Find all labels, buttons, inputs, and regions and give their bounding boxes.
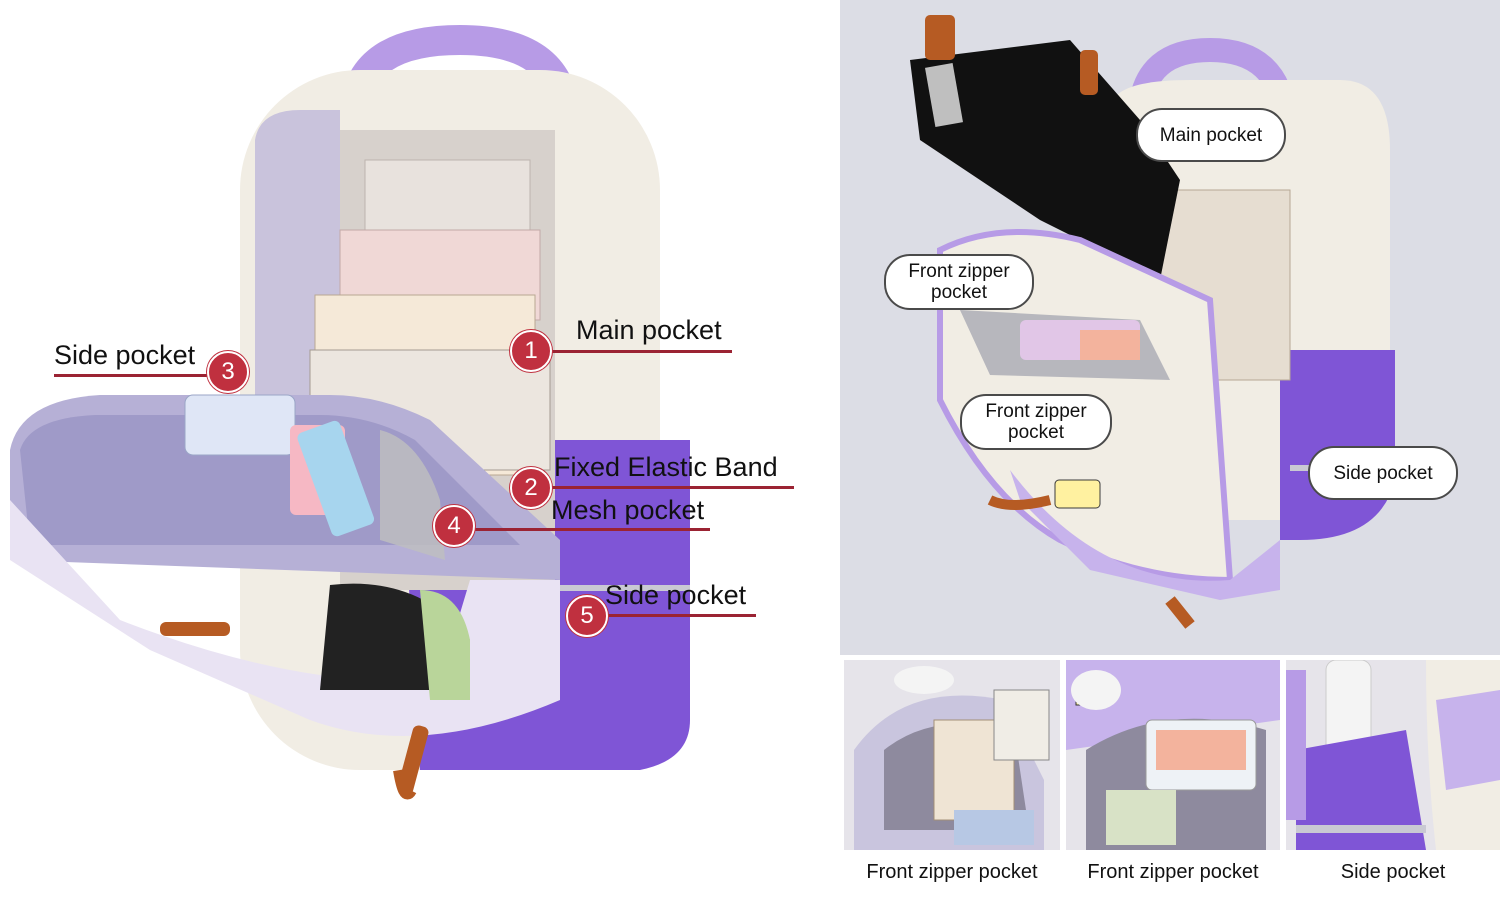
thumbnail-1-illustration bbox=[854, 666, 1050, 850]
callout-side-pocket: Side pocket bbox=[1308, 446, 1458, 500]
underline-main-pocket bbox=[540, 350, 732, 353]
label-side-pocket-bottom: Side pocket bbox=[605, 580, 747, 610]
label-mesh-pocket: Mesh pocket bbox=[551, 495, 705, 525]
underline-fixed-elastic-band bbox=[540, 486, 794, 489]
label-side-pocket-left: Side pocket bbox=[54, 340, 196, 370]
thumbnail-strip: Front zipper pocket Front zipper pocket … bbox=[840, 655, 1500, 894]
left-product-photo: Main pocket 1 Fixed Elastic Band 2 Side … bbox=[10, 24, 794, 800]
underline-mesh-pocket bbox=[460, 528, 710, 531]
thumbnail-2-illustration bbox=[1066, 660, 1280, 850]
marker-5: 5 bbox=[566, 595, 608, 637]
callout-front-zipper-pocket-2: Front zipper pocket bbox=[960, 394, 1112, 450]
open-backpack-illustration bbox=[10, 24, 690, 800]
underline-side-pocket-bottom bbox=[580, 614, 756, 617]
callout-main-pocket: Main pocket bbox=[1136, 108, 1286, 162]
right-product-photo: Main pocket Front zipper pocket Front zi… bbox=[840, 0, 1500, 655]
caption-thumbnail-1: Front zipper pocket bbox=[844, 850, 1060, 894]
underline-side-pocket-left bbox=[54, 374, 234, 377]
marker-4: 4 bbox=[433, 505, 475, 547]
caption-thumbnail-3: Side pocket bbox=[1286, 850, 1500, 894]
thumbnail-3 bbox=[1286, 660, 1500, 850]
callout-front-zipper-pocket-1: Front zipper pocket bbox=[884, 254, 1034, 310]
thumbnail-3-illustration bbox=[1286, 660, 1500, 850]
thumbnail-2 bbox=[1066, 660, 1280, 850]
backpack-front-open-illustration bbox=[910, 15, 1395, 629]
marker-1: 1 bbox=[510, 330, 552, 372]
label-main-pocket: Main pocket bbox=[576, 315, 722, 345]
marker-3: 3 bbox=[207, 351, 249, 393]
marker-2: 2 bbox=[510, 467, 552, 509]
label-fixed-elastic-band: Fixed Elastic Band bbox=[554, 452, 778, 482]
caption-thumbnail-2: Front zipper pocket bbox=[1066, 850, 1280, 894]
thumbnail-1 bbox=[844, 660, 1060, 850]
